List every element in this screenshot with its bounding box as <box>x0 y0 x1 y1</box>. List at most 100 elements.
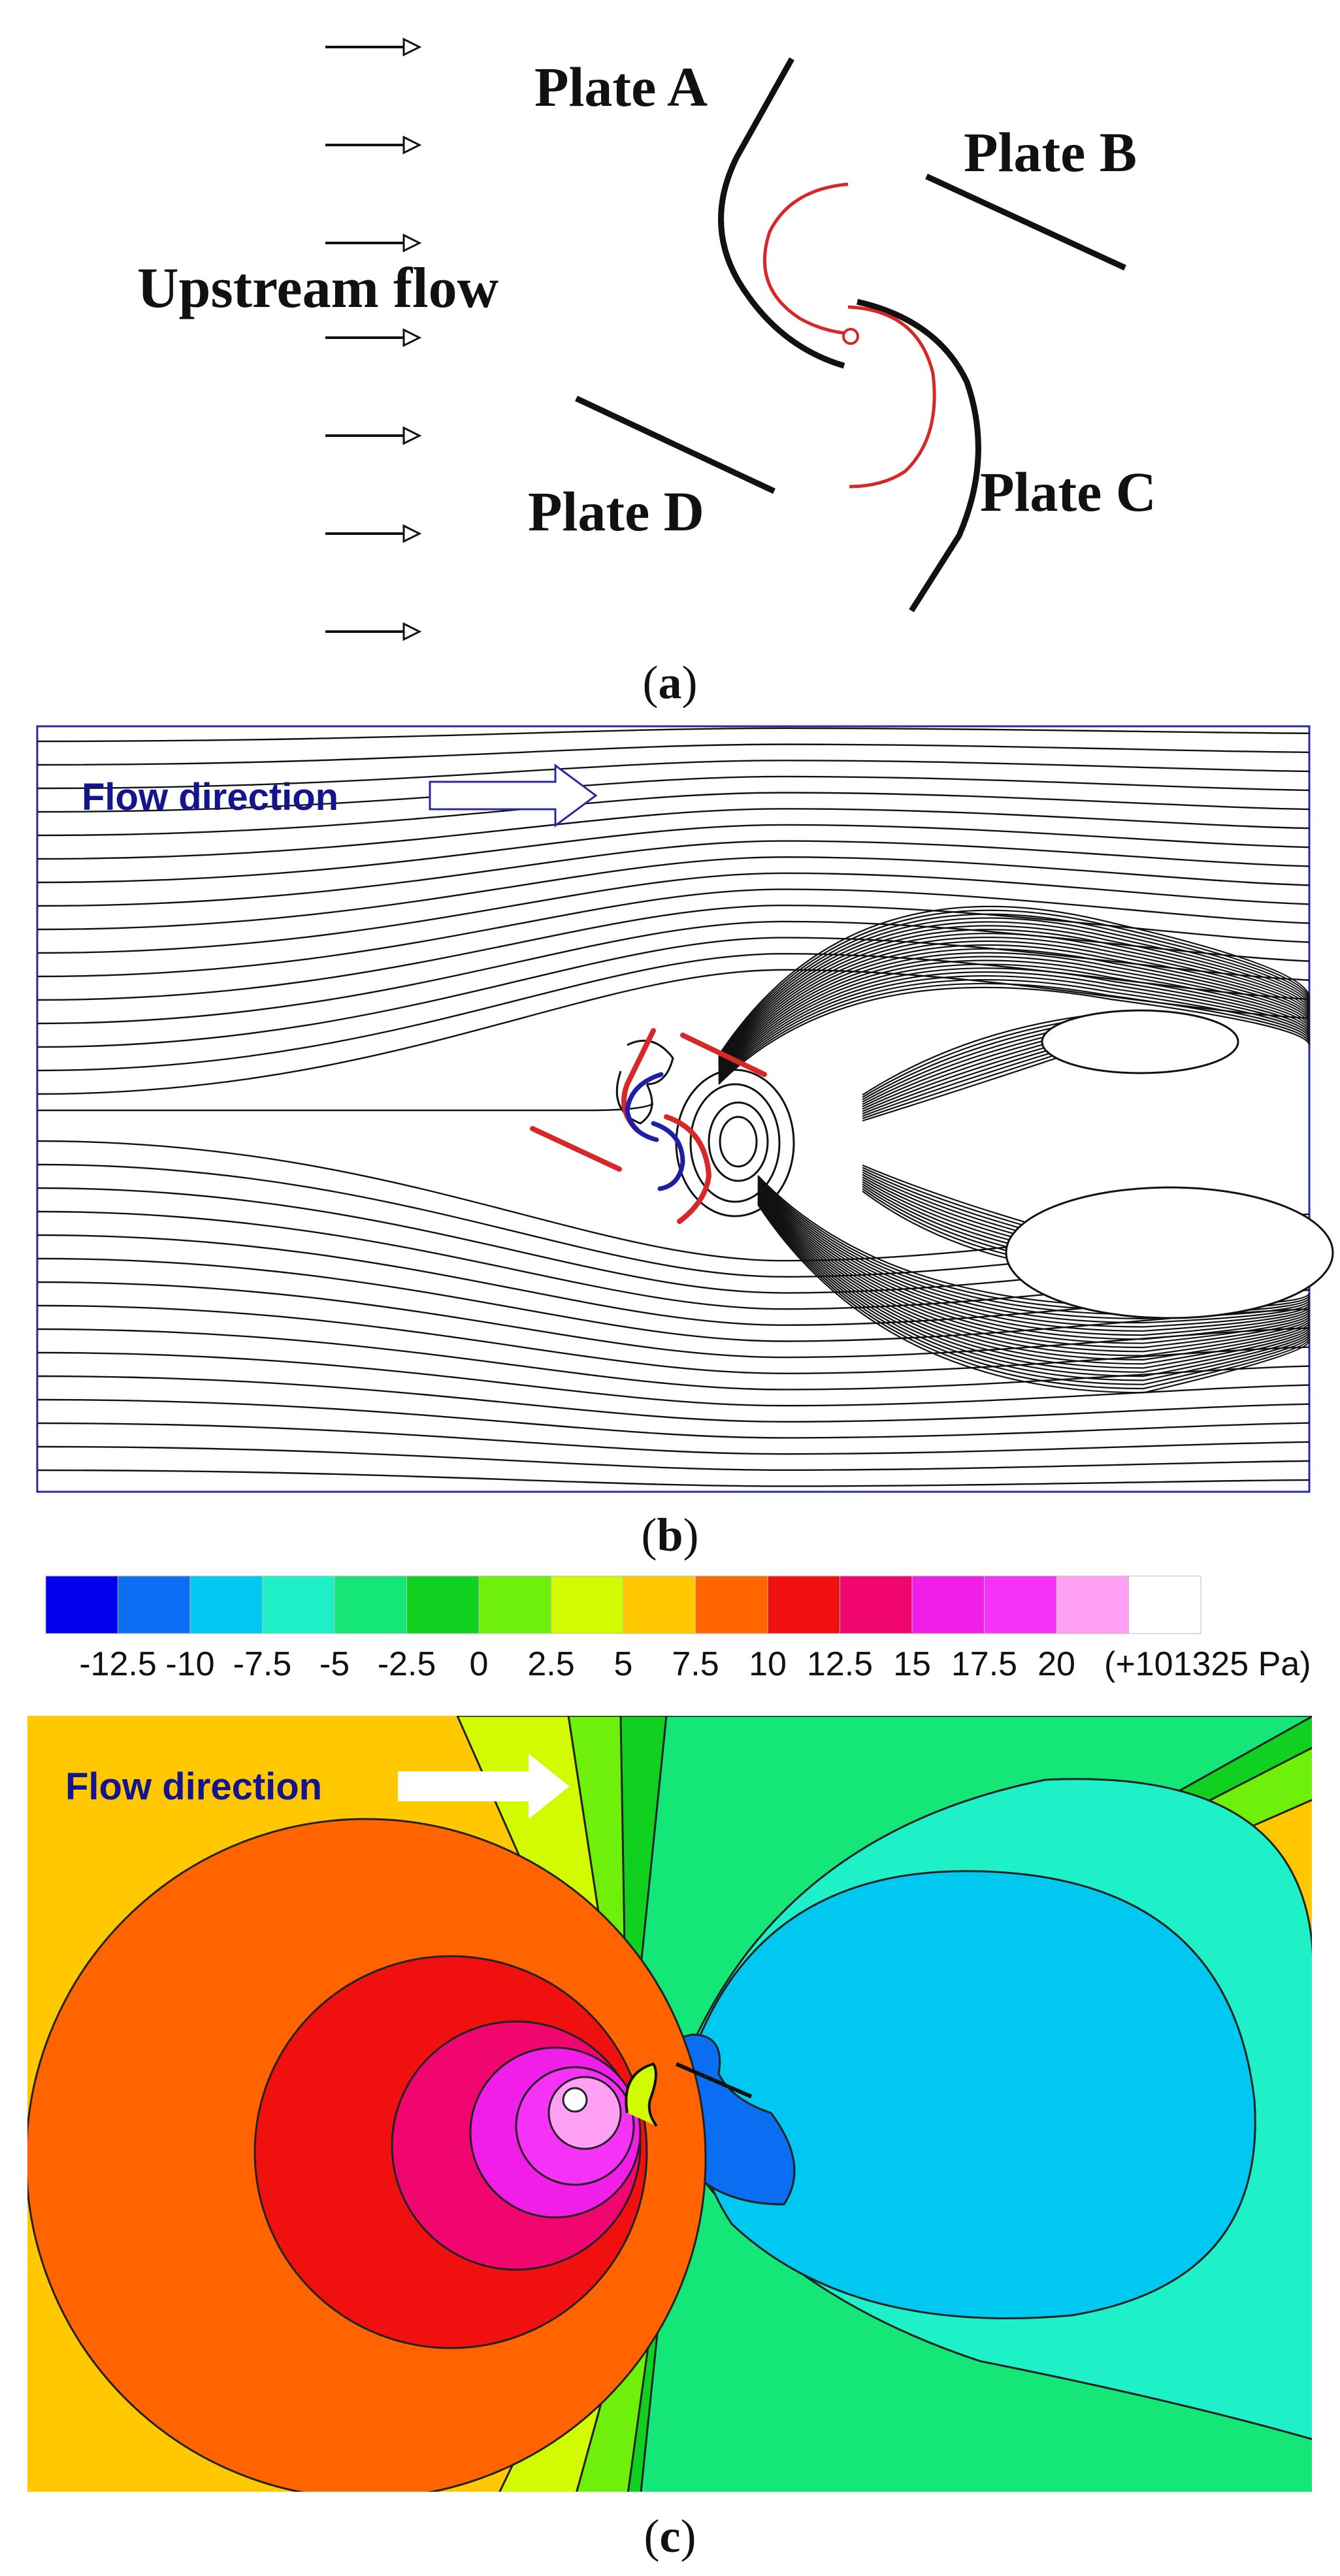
wake-line <box>757 1202 1311 1390</box>
wake-line <box>718 909 1311 1057</box>
wake-line <box>718 971 1311 1080</box>
wake-line <box>757 1194 1311 1365</box>
caption-a-close: ) <box>681 656 698 709</box>
wake-line <box>757 1204 1311 1394</box>
rotor-vortex <box>615 1071 653 1125</box>
legend-tick-label: 10 <box>749 1645 787 1683</box>
legend-tick-label: 12.5 <box>807 1645 873 1683</box>
legend-swatch <box>478 1575 551 1634</box>
wake-line <box>757 1189 1311 1349</box>
contour-rotor <box>625 2062 658 2127</box>
wake-line <box>718 982 1311 1084</box>
wake-line <box>718 921 1311 1061</box>
wake-line <box>757 1195 1311 1369</box>
legend-swatch <box>840 1575 913 1634</box>
wake-line <box>718 967 1311 1078</box>
streamline <box>37 727 1310 743</box>
legend-tick-label: -10 <box>165 1645 214 1683</box>
legend-swatch <box>911 1575 985 1634</box>
plate-b-marker <box>680 1033 767 1077</box>
wake-line <box>718 937 1311 1067</box>
upstream-arrow <box>325 135 422 155</box>
legend-swatch <box>1056 1575 1129 1634</box>
plate-b <box>925 173 1126 271</box>
wake-line <box>718 929 1311 1065</box>
legend-swatches <box>45 1575 1201 1634</box>
rotor-blue-upper <box>625 1072 664 1142</box>
streamline-frame <box>36 725 1311 1493</box>
wake-line <box>757 1200 1311 1381</box>
wake-line <box>757 1176 1311 1312</box>
streamline <box>37 1304 1310 1375</box>
legend-tick-label: 7.5 <box>672 1645 719 1683</box>
wake-line <box>718 959 1311 1076</box>
rotor-vortex <box>708 1101 769 1182</box>
wake-line <box>757 1178 1311 1315</box>
legend-swatch <box>118 1575 191 1634</box>
wake-eddy-lower <box>1005 1186 1334 1319</box>
legend-swatch <box>189 1575 263 1634</box>
legend-tick-label: 20 <box>1038 1645 1075 1683</box>
wake-line <box>718 913 1311 1059</box>
wake-line <box>757 1199 1311 1377</box>
streamline <box>37 905 1310 1001</box>
upstream-arrow <box>325 37 422 57</box>
wake-line <box>757 1179 1311 1320</box>
streamline <box>37 888 1310 978</box>
wake-line <box>757 1190 1311 1353</box>
legend-swatch <box>623 1575 696 1634</box>
legend-swatch <box>45 1575 118 1634</box>
plate-c <box>856 298 981 613</box>
wake-eddy-upper <box>1041 1009 1239 1074</box>
streamline <box>37 1328 1310 1391</box>
upstream-arrow <box>325 426 422 445</box>
legend-tick-label: 2.5 <box>527 1645 574 1683</box>
rotor-shaft <box>842 328 859 345</box>
streamline <box>37 856 1310 931</box>
contour-band-white <box>562 2087 588 2113</box>
legend-swatch <box>334 1575 407 1634</box>
legend-tick-label: -7.5 <box>233 1645 292 1683</box>
legend-tick-label: 15 <box>893 1645 931 1683</box>
wake-line <box>757 1191 1311 1357</box>
legend-swatch <box>1128 1575 1201 1634</box>
rotor-vortex <box>689 1083 781 1203</box>
streamline <box>37 872 1310 954</box>
wake-line <box>757 1183 1311 1332</box>
wake-line <box>757 1187 1311 1344</box>
caption-b: (b) <box>0 1505 1340 1564</box>
upstream-flow-label: Upstream flow <box>137 257 499 320</box>
streamline <box>37 792 1310 837</box>
caption-a-letter: a <box>658 656 682 709</box>
upstream-arrow <box>325 328 422 347</box>
plate-d-marker <box>530 1126 622 1172</box>
plate-c-label: Plate C <box>980 460 1156 523</box>
plate-a <box>718 57 845 369</box>
wake-line <box>718 944 1311 1070</box>
wake-line <box>757 1184 1311 1336</box>
legend-tick-label: -5 <box>319 1645 350 1683</box>
wake-line <box>718 940 1311 1069</box>
upstream-arrows <box>325 37 422 641</box>
wake-line <box>757 1201 1311 1385</box>
legend-tick-label: 0 <box>470 1645 489 1683</box>
caption-b-letter: b <box>657 1509 683 1561</box>
upstream-arrow <box>325 524 422 543</box>
flow-direction-arrow-c <box>398 1753 570 1820</box>
legend-swatch <box>551 1575 624 1634</box>
legend-swatch <box>984 1575 1057 1634</box>
wake-line <box>718 986 1311 1085</box>
panel-b-streamlines: Flow direction <box>36 725 1334 1493</box>
wake-line <box>718 925 1311 1063</box>
contour-rotor-plate <box>675 2062 753 2099</box>
wake-line <box>757 1186 1311 1340</box>
wake-line <box>757 1182 1311 1328</box>
flow-direction-label-b: Flow direction <box>82 776 338 818</box>
upstream-arrow <box>325 622 422 641</box>
legend-tick-label: -2.5 <box>378 1645 436 1683</box>
legend-swatch <box>262 1575 335 1634</box>
panel-c-pressure-contours: Flow direction <box>27 1716 1312 2492</box>
streamline <box>37 1375 1310 1423</box>
wake-line <box>757 1193 1311 1361</box>
